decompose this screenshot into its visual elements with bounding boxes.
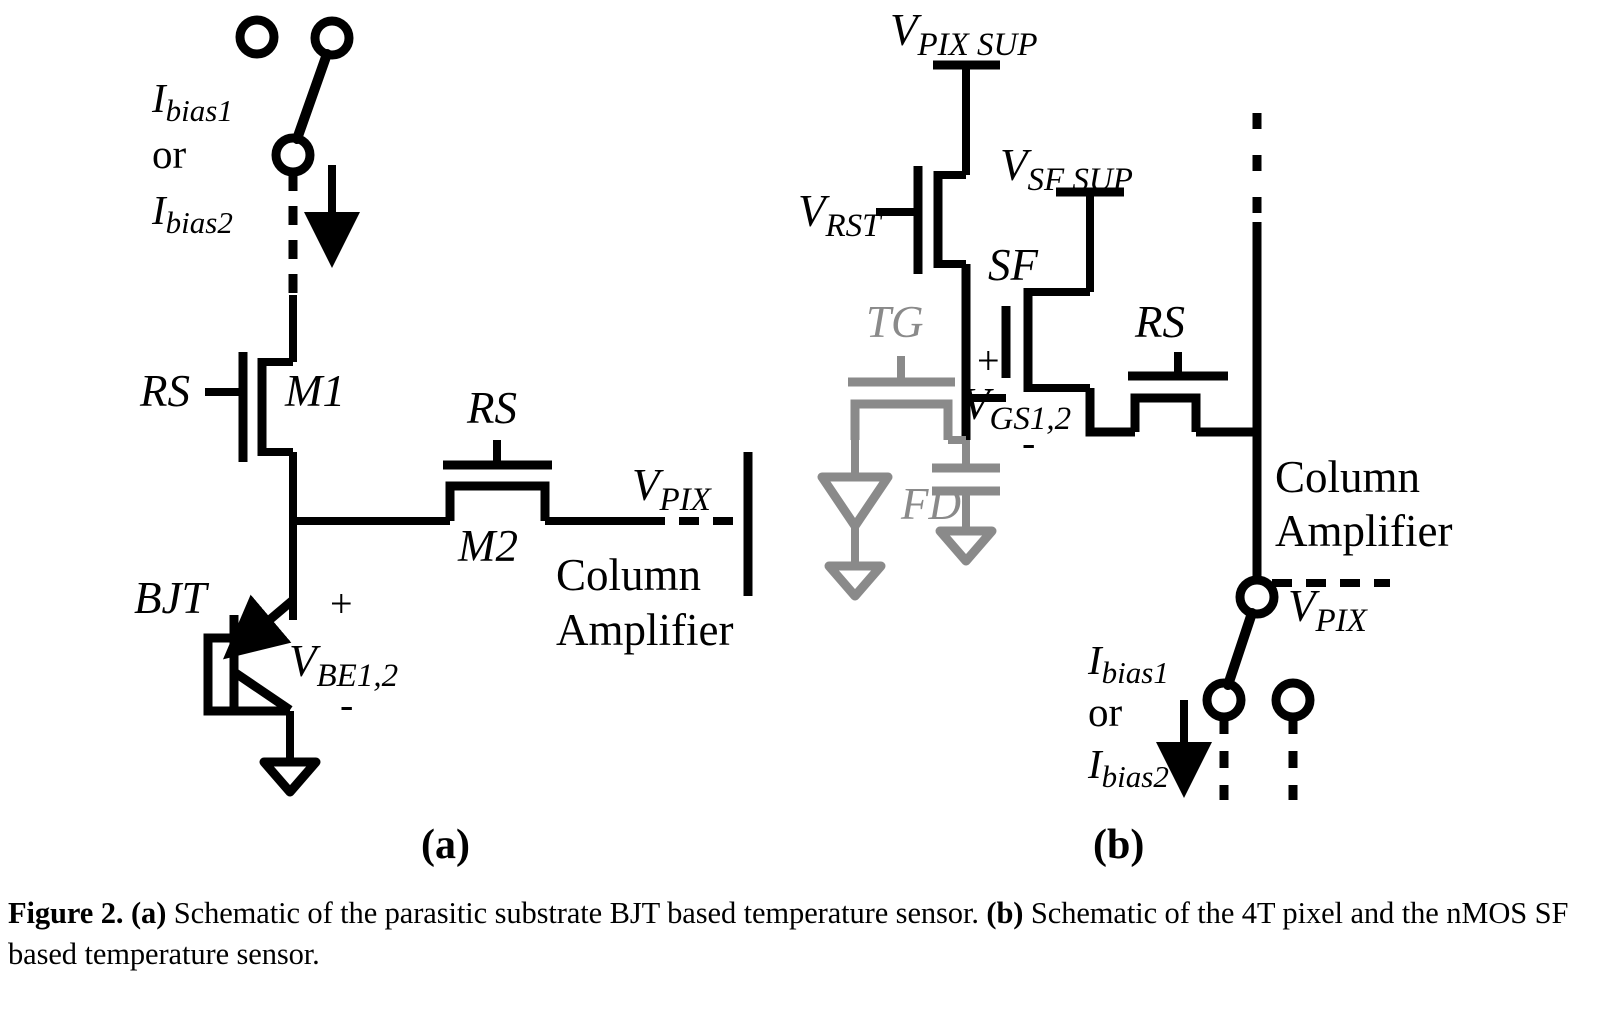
transistor-m2	[443, 440, 645, 525]
photodiode-section-gray	[817, 356, 1000, 601]
ground-symbol-fd	[935, 526, 997, 566]
bias-switch-a[interactable]	[235, 15, 354, 295]
rs-label-m2: RS	[466, 383, 517, 433]
caption-spacer	[123, 896, 131, 930]
circuit-schematic: Ibias1 or Ibias2 RS M1 RS M2 BJT + VBE1,…	[134, 5, 1452, 868]
bias-terminal-right-circle-b[interactable]	[1271, 678, 1315, 722]
rs-label-b: RS	[1134, 297, 1185, 347]
switch-blade-b[interactable]	[1223, 608, 1257, 690]
caption-tag-a: (a)	[130, 896, 167, 930]
bias1-label-b: Ibias1	[1087, 637, 1169, 690]
ground-symbol-photodiode	[824, 561, 886, 601]
bjt-label: BJT	[134, 573, 209, 623]
tg-label: TG	[866, 297, 924, 347]
switch-blade-a[interactable]	[292, 49, 332, 144]
sf-output-wire	[1085, 388, 1135, 437]
vpix-sup-label: VPIX SUP	[890, 5, 1038, 63]
transistor-rs-b	[1128, 352, 1257, 437]
bias-or-label-a: or	[152, 131, 187, 177]
caption-text-b: Schematic of the 4T pixel and the nMOS S…	[8, 896, 1569, 971]
bias-or-label-b: or	[1088, 689, 1123, 735]
m2-label: M2	[457, 521, 518, 571]
vgs-minus-sign: -	[1022, 420, 1035, 465]
vpix-label-a: VPIX	[632, 460, 713, 518]
panel-a-tag: (a)	[421, 822, 470, 868]
column-amp-line1-b: Column	[1275, 452, 1420, 502]
fd-label: FD	[900, 479, 961, 529]
vbe-label: VBE1,2	[289, 636, 398, 694]
bias-terminal-left-circle-a[interactable]	[235, 15, 279, 59]
bias1-label-a: Ibias1	[151, 75, 233, 128]
bjt-device	[203, 594, 321, 797]
vsf-sup-label: VSF SUP	[1000, 140, 1133, 198]
m2-channel-path	[445, 481, 550, 521]
column-amp-line2-b: Amplifier	[1275, 506, 1452, 556]
vrst-label: VRST	[798, 186, 883, 244]
bjt-base-collector-tie	[203, 633, 290, 716]
panel-b-group: VPIX SUP VRST VSF SUP SF TG FD + VGS1,2 …	[798, 5, 1452, 868]
rs-channel-path-b	[1130, 393, 1201, 432]
switch-pivot-circle-a[interactable]	[271, 133, 315, 177]
column-amp-line2-a: Amplifier	[556, 605, 733, 655]
caption-figure-number: Figure 2.	[8, 896, 124, 930]
m1-label: M1	[284, 366, 345, 416]
bjt-emitter-arrow	[222, 594, 296, 660]
bias2-label-a: Ibias2	[151, 187, 233, 240]
vgs-label: VGS1,2	[962, 379, 1071, 437]
transistor-m1	[205, 295, 297, 462]
ground-symbol-a	[259, 757, 321, 797]
caption-tag-b: (b)	[986, 896, 1024, 930]
transistor-sf	[1001, 288, 1090, 392]
vpix-label-b: VPIX	[1288, 581, 1369, 639]
caption-text-a: Schematic of the parasitic substrate BJT…	[166, 896, 987, 930]
bias-switch-b[interactable]	[1202, 575, 1390, 800]
tg-channel-path	[850, 399, 953, 440]
bias2-label-b: Ibias2	[1087, 741, 1169, 794]
vgs-plus-sign: +	[977, 338, 1000, 383]
rs-label-m1: RS	[139, 366, 190, 416]
panel-a-group: Ibias1 or Ibias2 RS M1 RS M2 BJT + VBE1,…	[134, 15, 753, 868]
vbe-plus-sign: +	[330, 581, 353, 626]
sf-label: SF	[988, 240, 1039, 290]
figure-caption: Figure 2. (a) Schematic of the parasitic…	[8, 893, 1592, 974]
photodiode-triangle	[817, 472, 893, 531]
panel-b-tag: (b)	[1093, 822, 1144, 868]
bias-terminal-right-circle-a[interactable]	[310, 16, 354, 60]
column-amp-line1-a: Column	[556, 550, 701, 600]
switch-pivot-circle-b[interactable]	[1235, 575, 1279, 619]
vbe-minus-sign: -	[340, 682, 353, 727]
bias-terminal-left-circle-b[interactable]	[1202, 678, 1246, 722]
transistor-reset	[876, 166, 966, 274]
bjt-collector-lead	[231, 668, 293, 714]
